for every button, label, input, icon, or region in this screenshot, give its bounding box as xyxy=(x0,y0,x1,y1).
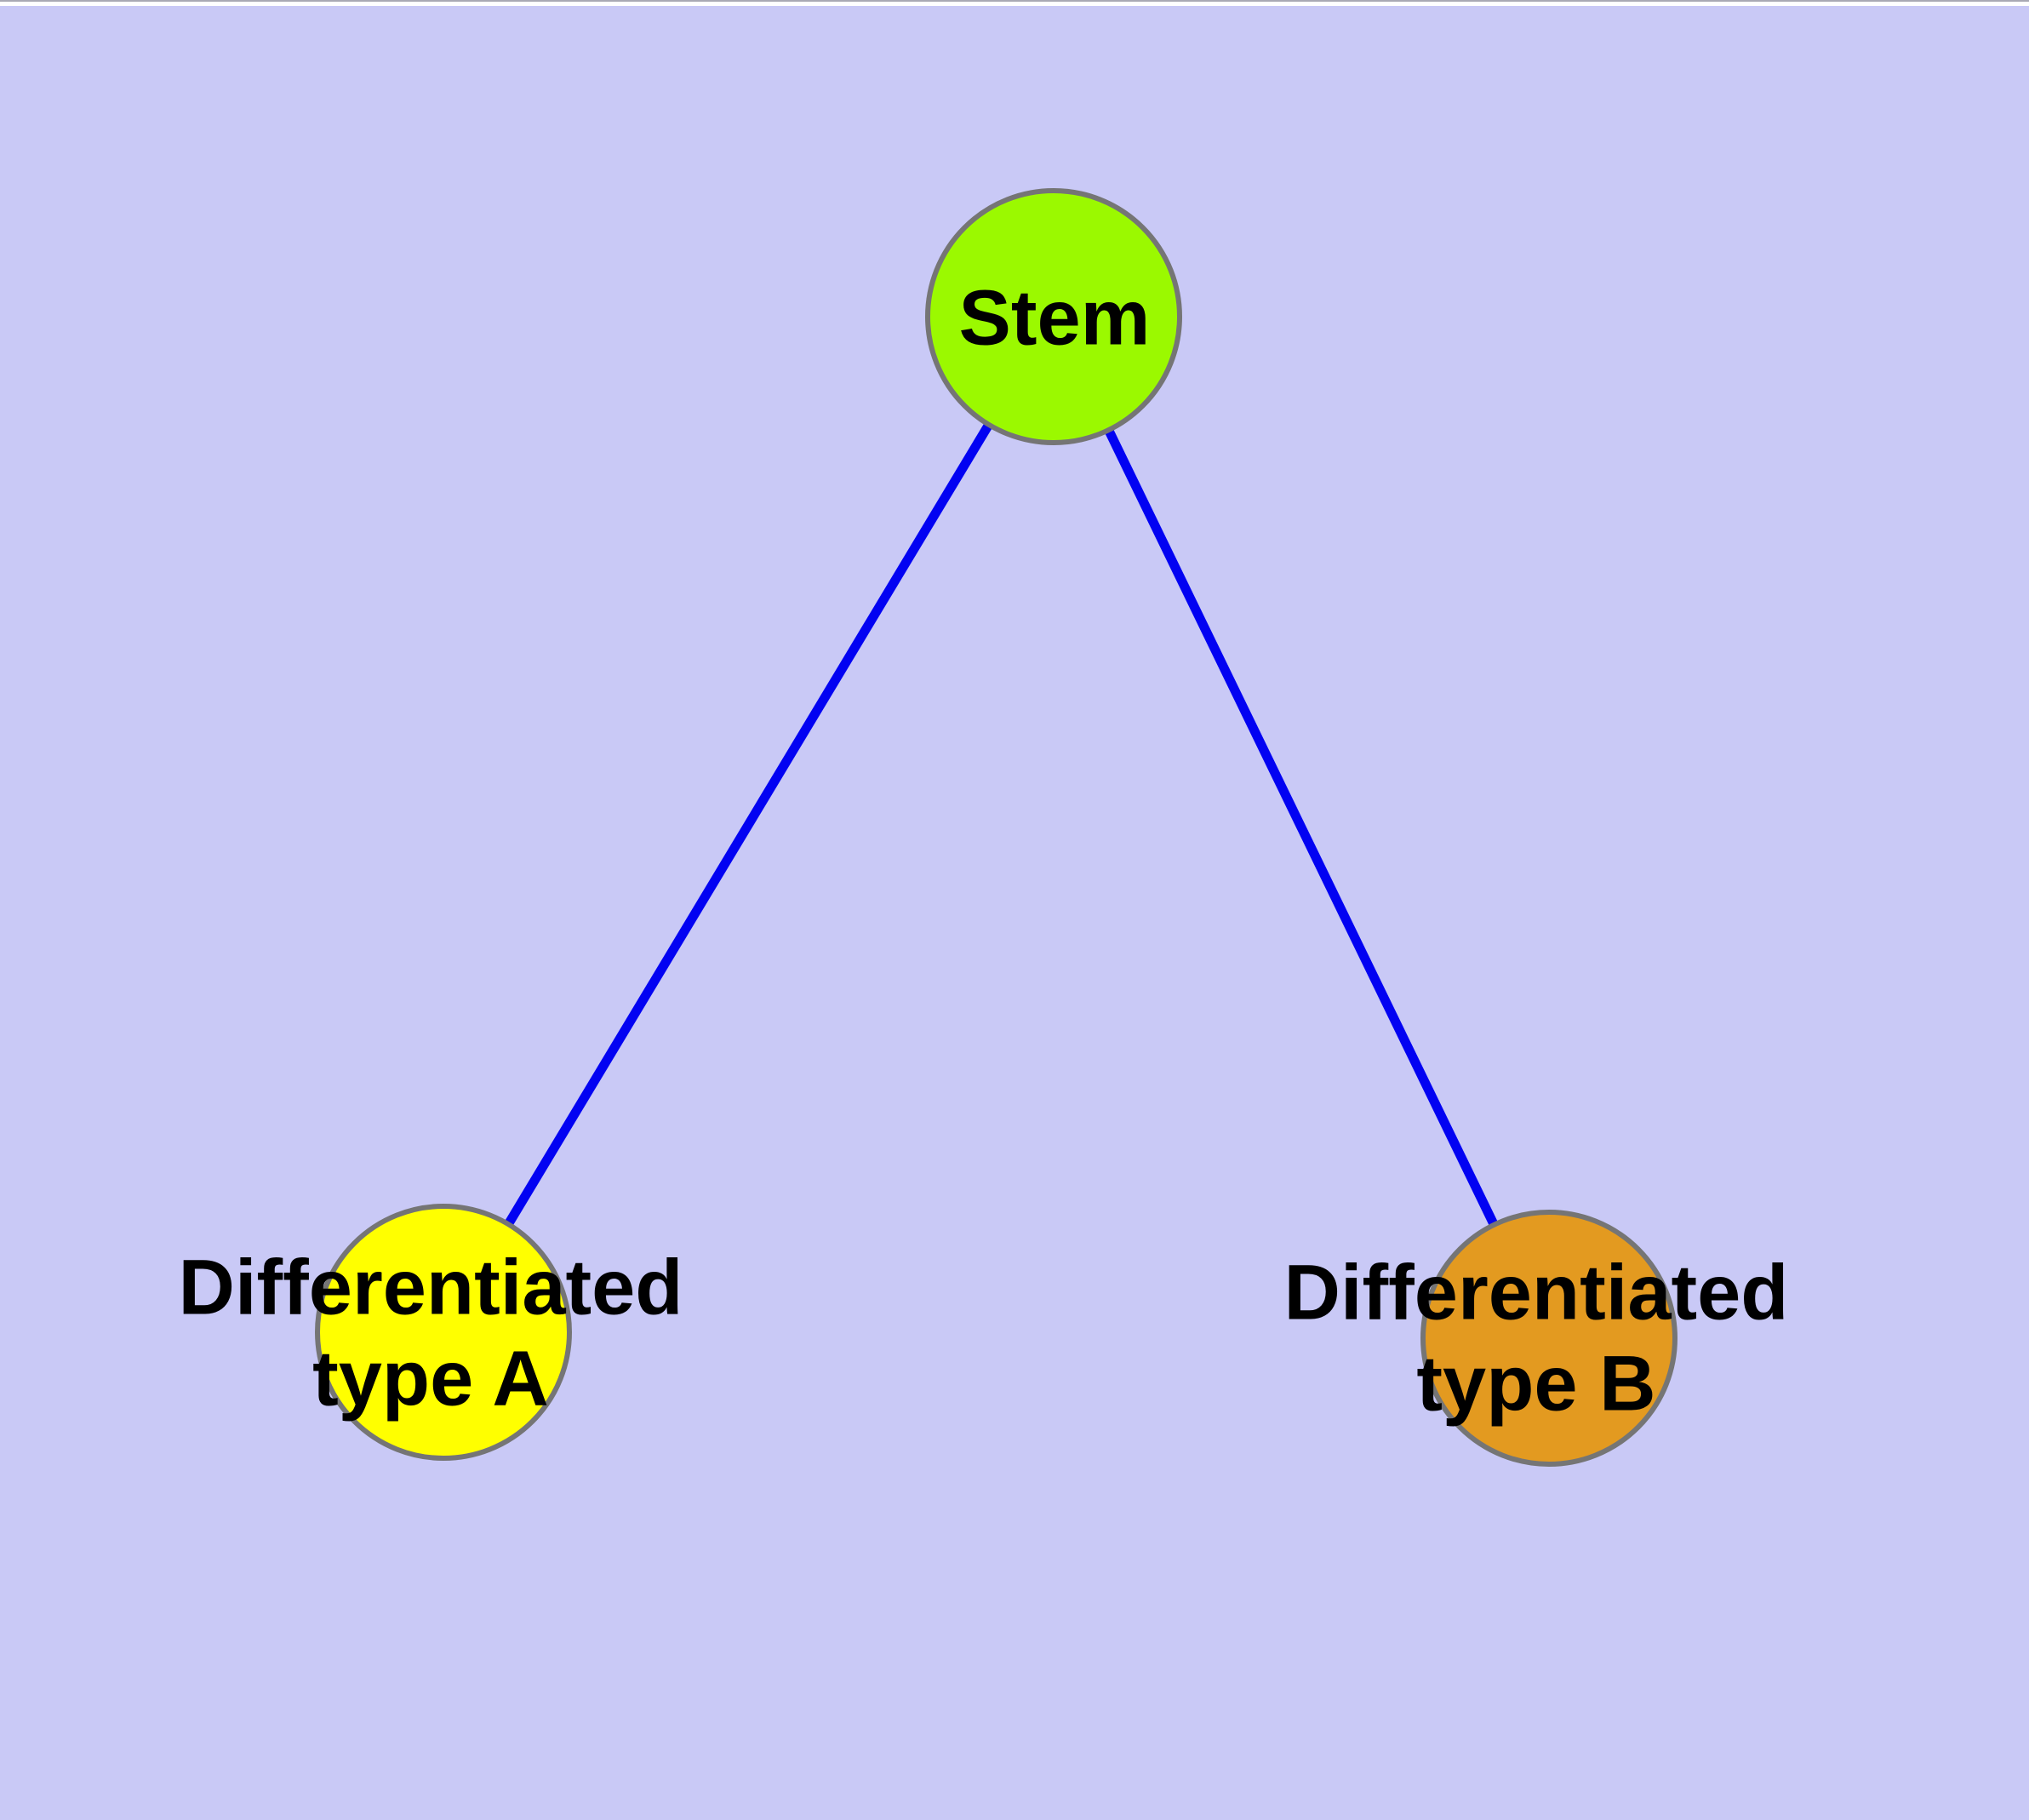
edge-stem-to-type-a xyxy=(439,314,1058,1335)
edge-stem-to-type-b xyxy=(1049,314,1553,1341)
node-differentiated-type-b xyxy=(1420,1210,1677,1467)
node-label-line: type A xyxy=(312,1335,549,1422)
node-label-type-b: Differentiated type B xyxy=(1284,1247,1789,1428)
node-label-stem: Stem xyxy=(959,273,1151,364)
window-edge-strip xyxy=(0,0,2029,6)
node-differentiated-type-a xyxy=(315,1204,572,1461)
node-label-line: type B xyxy=(1416,1340,1656,1427)
node-label-line: Differentiated xyxy=(178,1244,683,1331)
node-label-type-a: Differentiated type A xyxy=(179,1242,683,1423)
node-stem xyxy=(925,188,1182,445)
node-label-line: Stem xyxy=(958,274,1151,362)
node-label-line: Differentiated xyxy=(1283,1249,1789,1336)
